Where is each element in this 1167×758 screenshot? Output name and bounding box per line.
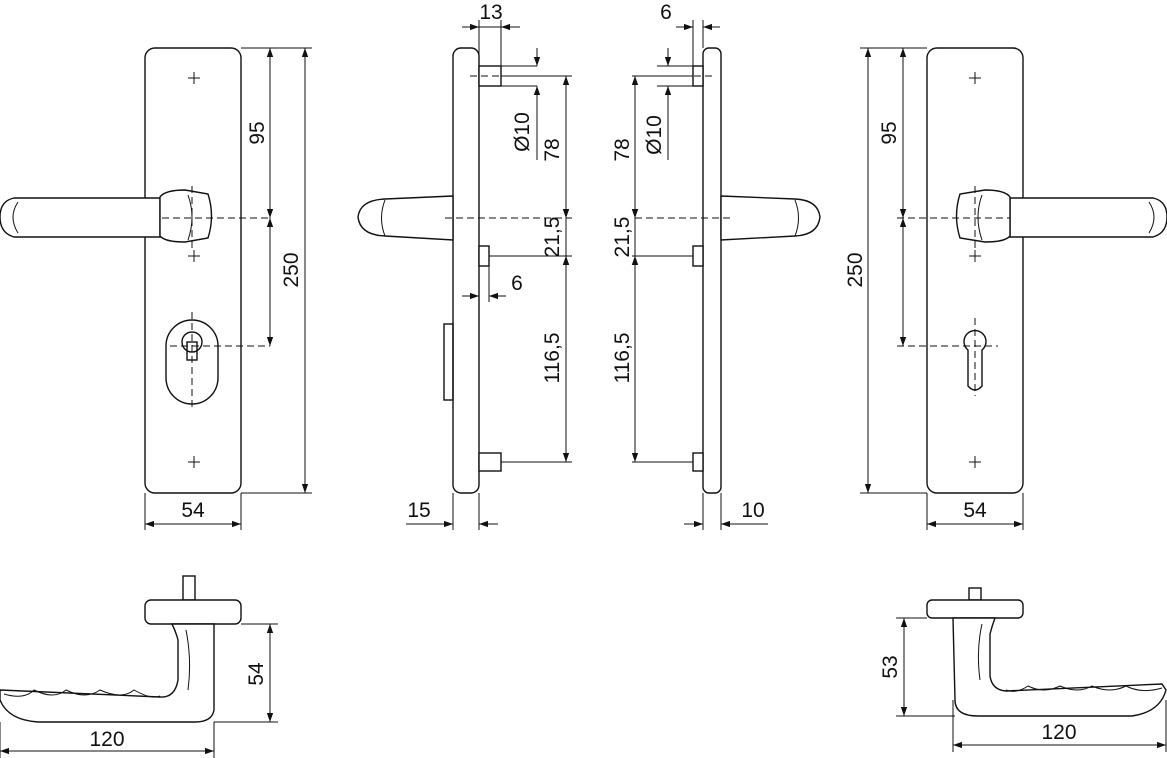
dim-21-left: 21,5 (541, 217, 564, 258)
dim-21-right: 21,5 (611, 217, 634, 258)
rose-right (926, 599, 1024, 619)
lever-handle-front-left (0, 189, 213, 243)
front-view-left: 54 95 250 (0, 47, 312, 530)
screw-markers (188, 72, 200, 468)
top-view-handle-left: 54 120 (0, 575, 278, 758)
dim-handle-length-left: 120 (89, 728, 124, 751)
dim-offset-left: 13 (479, 1, 502, 24)
screw-markers-right (969, 72, 981, 468)
dim-10-right: 10 (741, 499, 764, 522)
side-view-right: 6 Ø10 78 21,5 116,5 10 (611, 1, 821, 530)
front-view-right: 54 95 250 (844, 47, 1167, 530)
dim-116-left: 116,5 (541, 333, 564, 384)
top-view-handle-right: 53 120 (879, 587, 1167, 752)
dim-handle-height-right: 53 (879, 655, 902, 678)
dim-15-left: 15 (407, 499, 430, 522)
rose-left (144, 599, 242, 625)
lever-top-right (952, 617, 1167, 717)
dim-handle-length-right: 120 (1041, 721, 1076, 744)
dim-78-right: 78 (611, 138, 634, 161)
dim-116-right: 116,5 (611, 333, 634, 384)
side-view-left: 13 Ø10 78 21,5 6 116,5 15 (357, 1, 572, 530)
lever-top-left (0, 623, 215, 723)
plate-side-left (452, 47, 480, 494)
dim-78-left: 78 (541, 138, 564, 161)
dim-bore-left: Ø10 (511, 112, 534, 152)
plate-side-right (702, 47, 722, 494)
dim-height-left: 250 (280, 252, 303, 287)
dim-upper-left: 95 (246, 121, 269, 144)
dim-width-right: 54 (963, 499, 987, 522)
keyhole-profile-right (963, 329, 987, 391)
dim-bore-right: Ø10 (643, 115, 666, 155)
lever-handle-front-right (955, 189, 1167, 243)
backplate-outline-right (926, 47, 1024, 494)
dim-6-left: 6 (511, 272, 523, 295)
dim-handle-height-left: 54 (245, 662, 268, 686)
lever-handle-side-left (357, 195, 454, 241)
dim-width-left: 54 (181, 499, 205, 522)
backplate-outline (144, 47, 242, 494)
dim-offset-right: 6 (660, 1, 672, 24)
dim-upper-right: 95 (878, 121, 901, 144)
lever-handle-side-right (720, 195, 821, 241)
dim-height-right: 250 (844, 252, 867, 287)
